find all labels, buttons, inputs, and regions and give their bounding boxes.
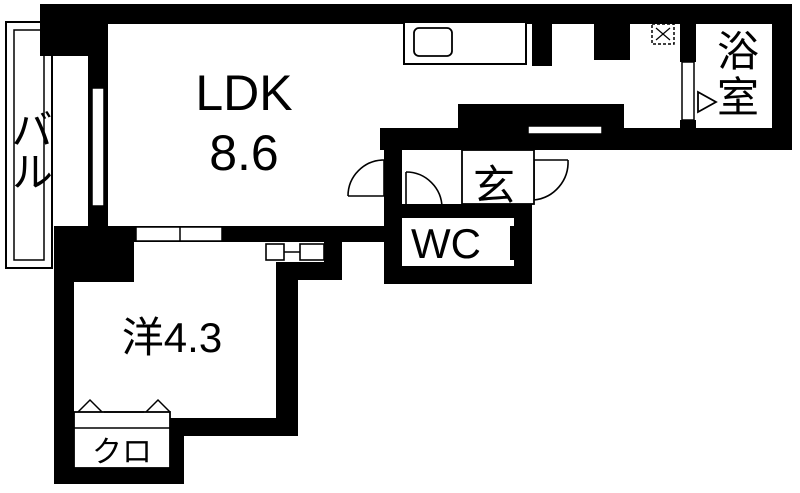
- balcony-label: バル: [6, 108, 53, 192]
- entrance-step: [461, 149, 535, 205]
- toilet-label: WC: [411, 220, 481, 267]
- ldk-name-label: LDK: [195, 65, 292, 121]
- bath-label-top: 浴: [717, 28, 759, 75]
- closet: [73, 398, 171, 469]
- wc-fixture: [510, 226, 516, 260]
- kitchen-counter: [403, 21, 527, 65]
- washer-spot: [651, 23, 675, 45]
- bath-door-marker: [697, 90, 718, 114]
- western-room-label: 洋4.3: [122, 314, 222, 361]
- ldk-size-label: 8.6: [209, 125, 279, 181]
- windows: [91, 61, 695, 242]
- closet-label: クロ: [92, 436, 152, 469]
- balcony: [5, 21, 53, 269]
- bath-label-bottom: 室: [717, 74, 759, 121]
- entrance-label: 玄: [473, 162, 515, 209]
- exterior-walls: [40, 4, 792, 484]
